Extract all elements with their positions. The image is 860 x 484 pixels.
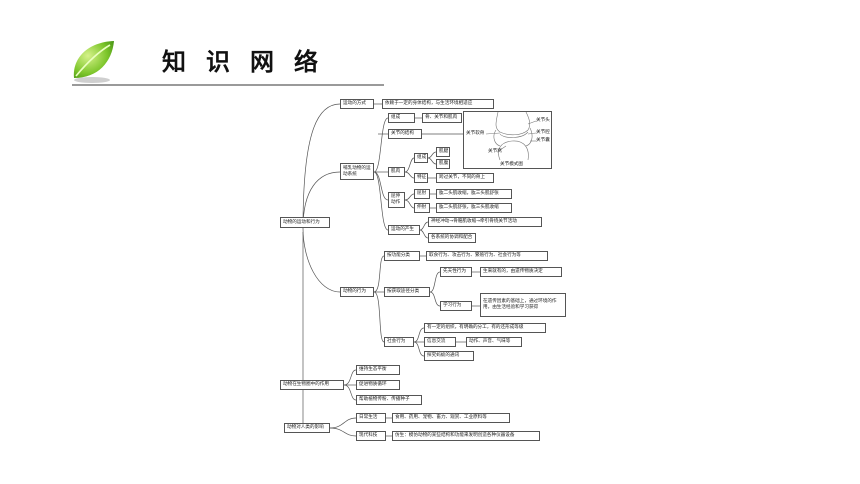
node-colony-research: 探究蚂蚁的通讯 xyxy=(424,351,474,361)
node-daily-life: 日常生活 xyxy=(356,413,386,423)
node-mammal-system: 哺乳动物的运动系统 xyxy=(340,163,374,180)
node-muscle: 肌肉 xyxy=(388,167,405,177)
node-innate-desc: 生来就有的，由遗传物质决定 xyxy=(480,267,562,277)
knee-caption: 关节模式图 xyxy=(500,162,523,167)
node-origin-desc-1: 神经冲动→骨骼肌收缩→牵引骨绕关节活动 xyxy=(428,217,542,227)
node-extend-desc: 肱二头肌舒张，肱三头肌收缩 xyxy=(436,203,512,213)
page-title: 知识网络 xyxy=(162,48,338,76)
knee-joint-diagram xyxy=(463,111,552,169)
node-feature-desc: 跨过关节，不同的骨上 xyxy=(436,173,494,183)
node-role-3: 帮助植物传粉、传播种子 xyxy=(356,395,422,405)
node-social-desc: 有一定的组织，有明确的分工，有的还形成等级 xyxy=(424,323,546,333)
node-extend: 伸肘 xyxy=(414,203,430,213)
node-movement-origin: 运动的产生 xyxy=(388,225,420,235)
node-social: 社会行为 xyxy=(384,337,414,347)
node-joint-structure: 关节的结构 xyxy=(388,129,422,139)
node-feature: 特征 xyxy=(414,173,428,183)
knee-label-capsule: 关节囊 xyxy=(536,138,550,143)
node-role-2: 促进物质循环 xyxy=(356,380,400,390)
node-function-class: 按功能分类 xyxy=(384,251,420,261)
knee-label-socket: 关节窝 xyxy=(488,149,502,154)
node-bionics: 现代科技 xyxy=(356,431,386,441)
node-behavior: 动物的行为 xyxy=(340,287,374,297)
knee-label-cartilage: 关节软骨 xyxy=(466,131,485,136)
node-composition-desc: 骨、关节和肌肉 xyxy=(422,113,462,123)
node-composition: 组成 xyxy=(388,113,415,123)
node-communication: 信息交流 xyxy=(424,337,456,347)
node-tendon: 肌腱 xyxy=(436,147,450,157)
node-root: 动物的运动和行为 xyxy=(280,217,330,228)
node-flex: 屈肘 xyxy=(414,189,430,199)
leaf-logo-icon xyxy=(73,41,114,83)
node-daily-desc: 食用、药用、宠物、畜力、观赏、工业原料等 xyxy=(392,413,510,423)
header-divider xyxy=(72,84,384,86)
node-movement-mode: 运动的方式 xyxy=(340,99,374,109)
node-flex-desc: 肱二头肌收缩，肱三头肌舒张 xyxy=(436,189,512,199)
node-learned-desc: 在遗传因素的基础上，通过环境的作用，由生活经验和学习获得 xyxy=(480,293,566,317)
node-innate: 先天性行为 xyxy=(440,267,472,277)
knee-label-head: 关节头 xyxy=(536,118,550,123)
node-role-1: 维持生态平衡 xyxy=(356,365,400,375)
node-flex-extend: 屈伸动作 xyxy=(388,192,405,208)
node-movement-mode-desc: 依赖于一定的身体结构，与生活环境相适应 xyxy=(382,99,494,109)
node-muscle-belly: 肌腹 xyxy=(436,159,450,169)
node-bionics-desc: 仿生：模仿动物的某些结构和功能来发明创造各种仪器设备 xyxy=(392,431,540,441)
node-ecosystem-role: 动物在生物圈中的作用 xyxy=(280,380,344,390)
node-origin-class: 按获取途径分类 xyxy=(384,287,430,297)
knee-label-cavity: 关节腔 xyxy=(536,130,550,135)
node-function-desc: 取食行为、攻击行为、繁殖行为、社会行为等 xyxy=(426,251,548,261)
node-origin-desc-2: 各系统的协调和配合 xyxy=(428,233,476,243)
node-muscle-composition: 组成 xyxy=(414,153,428,163)
node-communication-desc: 动作、声音、气味等 xyxy=(466,337,522,347)
node-learned: 学习行为 xyxy=(440,301,472,311)
node-human-relation: 动物对人类的影响 xyxy=(284,423,330,433)
